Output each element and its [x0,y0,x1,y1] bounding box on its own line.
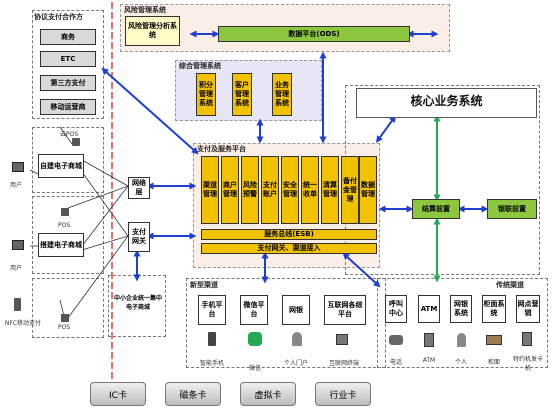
bank-label: 银联前置 [498,204,526,213]
left-group-2 [32,196,104,274]
payment-module: 风险预警 [241,156,259,224]
user-label: 用户 [10,265,23,272]
new-channel-item: 微信平台 [240,295,268,325]
new-channel-item: 网银 [282,295,310,325]
core-system-box [356,88,537,118]
esb-bar: 服务总线(ESB) [201,229,377,240]
new-channel-label: 个人门户 [283,360,308,367]
pos-terminal-icon [61,208,69,216]
integrated-item: 客户管理系统 [232,73,252,116]
payment-module: 渠道管理 [201,156,219,224]
partner-item: 移动运营商 [40,99,96,115]
new-channel-item: 互联网各综平台 [324,295,366,325]
counter-icon [486,335,502,345]
left-group-1 [32,127,104,193]
payment-module: 数据管理 [359,156,377,224]
core-system-label: 核心业务系统 [410,94,483,108]
pos-terminal-icon [72,138,80,146]
traditional-label: ATM [422,357,436,364]
nfc-label: NFC移动支付 [4,320,42,327]
card-magstripe: 磁条卡 [165,382,221,406]
person-icon [292,332,302,346]
risk-panel-title: 风险管理系统 [124,6,166,14]
wechat-icon [248,332,262,346]
payment-module: 支付账户 [261,156,279,224]
computer-icon [12,162,24,172]
user-label: 用户 [10,182,23,189]
new-channel-label: 互联网终端 [328,360,359,367]
card-ic: IC卡 [90,382,146,406]
traditional-label: 个人 [454,359,467,366]
computer-icon [12,240,24,250]
card-virtual: 虚拟卡 [240,382,296,406]
traditional-label: 柜面 [487,359,500,366]
payment-module: 安全管理 [281,156,299,224]
third-party-mall-box: 中小企业统一集中电子商城 [114,295,163,311]
pay-gateway-box: 支付网关 [128,222,150,252]
card-industry: 行业卡 [315,382,371,406]
person-icon [457,333,466,347]
new-channel-label: 微信 [248,365,261,372]
pos-terminal-icon [61,314,69,322]
pos-label: POS [58,222,71,229]
pos-label: POS [58,324,71,331]
new-channels-panel [186,278,386,368]
cloud-pos-label: 云POS [60,131,79,138]
data-platform-label: 数据平台(ODS) [288,29,340,38]
partner-item: ETC [40,51,96,67]
integrated-item: 业务管理系统 [272,73,292,116]
card-label: 磁条卡 [179,390,207,401]
smartphone-icon [208,332,216,346]
partner-item: 第三方支付 [40,75,96,91]
payment-module: 统一收单 [301,156,319,224]
clearing-box [412,199,460,219]
atm-icon [424,333,434,347]
card-label: IC卡 [109,390,127,401]
data-platform-box [218,26,410,42]
mall-2-box: 搭建电子商城 [38,233,84,257]
card-label: 行业卡 [329,390,357,401]
traditional-item: ATM [418,295,440,323]
card-label: 虚拟卡 [254,390,282,401]
bank-box [487,199,537,219]
integrated-panel-title: 综合管理系统 [179,62,221,70]
telephone-icon [389,335,403,345]
traditional-item: 呼叫中心 [385,295,407,323]
mall-1-box: 自建电子商城 [38,154,84,178]
risk-analysis-box: 风险管理分析系统 [125,16,180,46]
clearing-label: 结算前置 [422,204,450,213]
new-channel-item: 手机平台 [198,295,226,325]
terminal-icon [336,334,348,345]
integrated-item: 积分管理系统 [196,73,216,116]
payment-module: 商户管理 [221,156,239,224]
traditional-item: 柜面系统 [482,295,506,323]
traditional-label: 电话 [389,359,402,366]
phone-icon [14,298,21,311]
gateway-bar: 支付网关、渠道接入 [201,243,377,254]
traditional-label: 特约机发卡机 [512,356,543,372]
traditional-title: 传统渠道 [496,281,524,289]
traditional-item: 网点营销 [516,295,540,323]
traditional-panel [377,278,548,368]
partners-panel [32,10,104,119]
new-channels-title: 新型渠道 [190,281,218,289]
payment-module: 备付金管理 [341,156,359,224]
traditional-item: 网银系统 [450,295,472,323]
payment-panel-title: 支付及服务平台 [197,145,246,153]
payment-module: 清算管理 [321,156,339,224]
internet-layer-box: 网络层 [128,177,150,199]
new-channel-label: 智能手机 [199,360,224,367]
left-group-3 [32,278,104,338]
partners-panel-title: 协议支付合作方 [34,13,83,21]
partner-item: 商务 [40,29,96,45]
card-machine-icon [522,332,532,346]
